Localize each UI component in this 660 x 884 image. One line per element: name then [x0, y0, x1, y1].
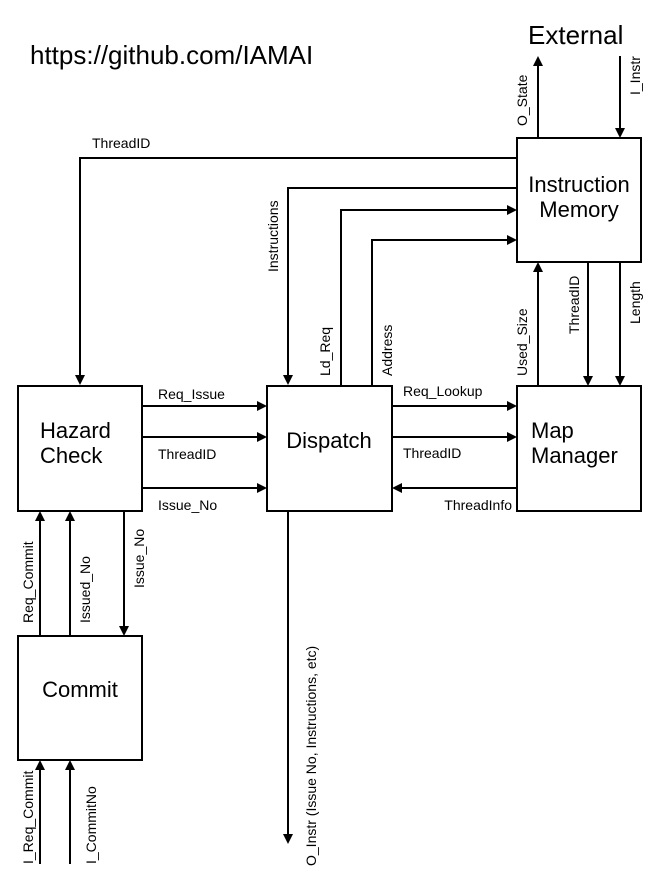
req-lookup-label: Req_Lookup: [403, 383, 483, 399]
o-instr-label: O_Instr (Issue No, Instructions, etc): [303, 646, 319, 866]
threadid-mem-hazard-wire: [79, 157, 517, 377]
threadinfo-arrowhead: [392, 483, 402, 493]
threadid-hazard-dispatch-arrowhead: [257, 432, 267, 442]
threadid-dispatch-map-arrowhead: [507, 432, 517, 442]
o-state-label: O_State: [514, 74, 530, 126]
hazard-check-block: Hazard Check: [17, 385, 143, 512]
i-commitno-label: I_CommitNo: [83, 786, 99, 864]
length-label: Length: [627, 281, 643, 324]
commit-block: Commit: [17, 635, 143, 761]
threadid-mem-map-label: ThreadID: [566, 276, 582, 334]
req-commit-label: Req_Commit: [20, 541, 36, 623]
req-issue-label: Req_Issue: [158, 386, 225, 402]
threadinfo-label: ThreadInfo: [444, 497, 512, 513]
i-instr-label: I_Instr: [627, 56, 643, 95]
threadid-mem-hazard-label: ThreadID: [92, 135, 150, 151]
ld-req-wire: [340, 209, 509, 386]
o-instr-arrowhead: [283, 834, 293, 844]
threadid-mem-hazard-arrowhead: [75, 375, 85, 385]
o-state-arrowhead: [533, 56, 543, 66]
commit-label: Commit: [42, 677, 118, 702]
i-req-commit-label: I_Req_Commit: [20, 771, 36, 864]
dispatch-block: Dispatch: [266, 385, 393, 512]
address-arrowhead: [507, 235, 517, 245]
ld-req-arrowhead: [507, 205, 517, 215]
threadid-hazard-dispatch-label: ThreadID: [158, 446, 216, 462]
threadid-mem-map-arrowhead: [583, 376, 593, 386]
req-issue-arrowhead: [257, 401, 267, 411]
issue-no-dispatch-label: Issue_No: [158, 497, 217, 513]
issue-no-dispatch-arrowhead: [257, 483, 267, 493]
req-commit-arrowhead: [35, 511, 45, 521]
map-manager-label-line2: Manager: [531, 443, 618, 468]
instructions-arrowhead: [283, 375, 293, 385]
threadid-dispatch-map-label: ThreadID: [403, 445, 461, 461]
i-req-commit-arrowhead: [35, 760, 45, 770]
i-commitno-arrowhead: [65, 760, 75, 770]
map-manager-block: Map Manager: [516, 385, 642, 512]
issue-no-commit-arrowhead: [119, 626, 129, 636]
hazard-check-label-line1: Hazard: [40, 418, 111, 443]
external-label: External: [528, 20, 623, 50]
instruction-memory-block: Instruction Memory: [516, 137, 642, 263]
instructions-label: Instructions: [265, 200, 281, 272]
ld-req-label: Ld_Req: [317, 327, 333, 376]
req-lookup-arrowhead: [507, 401, 517, 411]
instruction-memory-label-line1: Instruction: [528, 172, 630, 197]
issue-no-commit-label: Issue_No: [131, 529, 147, 588]
issued-no-arrowhead: [65, 511, 75, 521]
instructions-wire: [287, 187, 517, 377]
used-size-label: Used_Size: [514, 308, 530, 376]
address-wire: [371, 239, 509, 386]
issued-no-label: Issued_No: [77, 556, 93, 623]
hazard-check-label-line2: Check: [40, 443, 103, 468]
length-arrowhead: [615, 376, 625, 386]
i-instr-arrowhead: [615, 128, 625, 138]
address-label: Address: [379, 325, 395, 376]
dispatch-label: Dispatch: [286, 428, 372, 453]
map-manager-label-line1: Map: [531, 418, 574, 443]
used-size-arrowhead: [533, 262, 543, 272]
instruction-memory-label-line2: Memory: [539, 197, 618, 222]
repository-url: https://github.com/IAMAI: [30, 40, 313, 70]
